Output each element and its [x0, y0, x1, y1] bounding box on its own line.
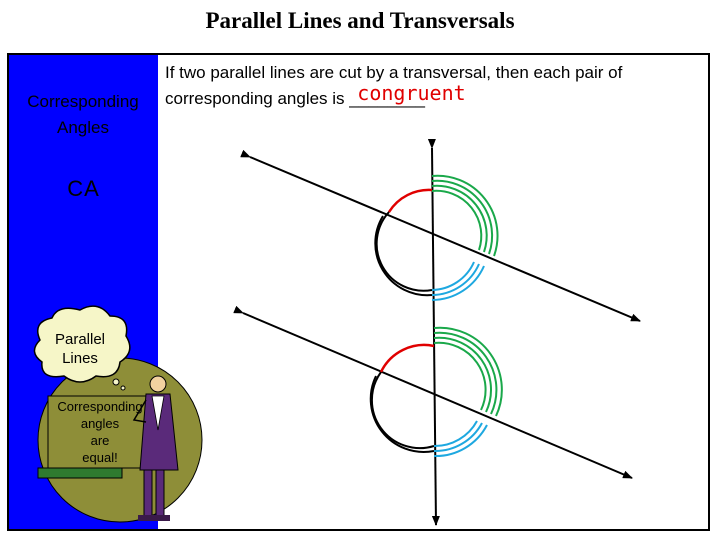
topic-label: Corresponding Angles: [14, 89, 152, 141]
upper-cyan-angle: [431, 261, 485, 301]
cartoon-sign: Corresponding angles are equal!: [37, 395, 153, 479]
page-title: Parallel Lines and Transversals: [205, 8, 515, 33]
lower-black-angle: [369, 371, 435, 453]
abbreviation-label: CA: [67, 176, 100, 201]
professor-figure: [132, 375, 179, 521]
sign-line-1: Corresponding: [57, 399, 142, 414]
thought-line-1: Parallel: [55, 331, 105, 348]
answer-blank: ________congruent: [349, 81, 465, 112]
thought-line-2: Lines: [62, 350, 98, 367]
blank-underline: ________: [349, 89, 425, 108]
lower-green-angle: [433, 326, 503, 417]
parallel-line-1: [240, 149, 641, 322]
answer-text: congruent: [357, 81, 466, 105]
upper-red-angle: [387, 188, 433, 213]
lower-angle-group: [369, 326, 503, 458]
transversal-line: [427, 138, 440, 526]
sign-line-2: angles: [81, 416, 120, 431]
statement-line-2: corresponding angles is ________congruen…: [165, 81, 710, 112]
lower-red-angle: [379, 343, 435, 373]
statement-prefix: corresponding angles is: [165, 89, 350, 108]
upper-angle-group: [374, 174, 499, 301]
sign-line-3: are: [91, 433, 110, 448]
thought-cloud: Parallel Lines: [33, 305, 131, 391]
theorem-statement: If two parallel lines are cut by a trans…: [165, 60, 710, 112]
sign-line-4: equal!: [82, 450, 117, 465]
upper-black-angle: [374, 211, 433, 297]
topic-line-1: Corresponding: [27, 92, 139, 111]
topic-line-2: Angles: [57, 118, 109, 137]
statement-line-1: If two parallel lines are cut by a trans…: [165, 63, 623, 82]
lower-cyan-angle: [433, 420, 488, 458]
upper-green-angle: [431, 174, 499, 257]
